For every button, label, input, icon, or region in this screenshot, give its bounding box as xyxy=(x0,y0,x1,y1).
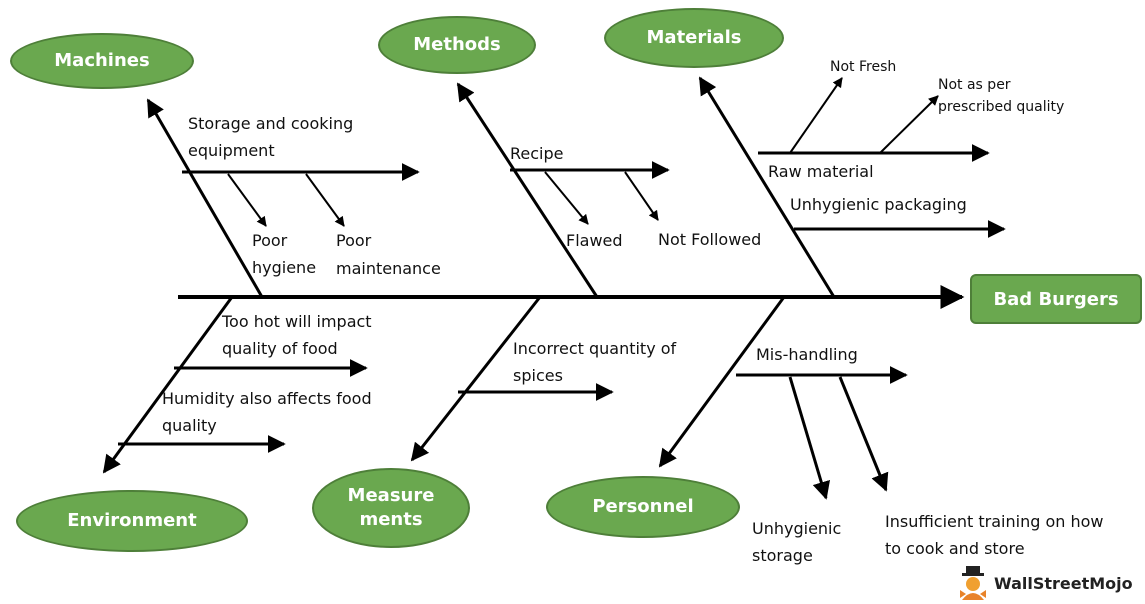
cause-not-as-per-line1: Not as per xyxy=(938,77,1011,93)
category-measurements: Measure ments xyxy=(312,468,470,548)
cause-not-as-per-line2: prescribed quality xyxy=(938,99,1065,115)
flawed-arrow xyxy=(544,171,589,225)
cause-storage-cooking-line2: equipment xyxy=(188,141,275,160)
effect-box: Bad Burgers xyxy=(970,274,1142,324)
cause-unhygienic-packaging: Unhygienic packaging xyxy=(790,195,967,214)
logo-text: WallStreetMojo xyxy=(994,573,1133,593)
cause-storage-cooking-line1: Storage and cooking xyxy=(188,114,354,133)
cause-poor-hygiene-line1: Poor xyxy=(252,231,288,250)
cause-poor-maintenance-line2: maintenance xyxy=(336,259,441,278)
cause-too-hot-line1: Too hot will impact xyxy=(222,312,372,331)
poor-maintenance-arrow xyxy=(305,173,345,227)
cause-recipe: Recipe xyxy=(510,144,564,163)
cause-poor-maintenance-line1: Poor xyxy=(336,231,372,250)
cause-humidity-line2: quality xyxy=(162,416,217,435)
category-materials: Materials xyxy=(604,8,784,68)
cause-unhygienic-storage-line1: Unhygienic xyxy=(752,519,842,538)
wallstreetmojo-logo: WallStreetMojo xyxy=(958,566,1133,600)
machines-bone xyxy=(146,98,264,298)
category-personnel: Personnel xyxy=(546,476,740,538)
logo-mascot-icon xyxy=(960,566,986,600)
insufficient-training-arrow xyxy=(838,376,889,492)
poor-hygiene-arrow xyxy=(227,173,267,227)
cause-not-followed: Not Followed xyxy=(658,230,762,249)
materials-bone xyxy=(698,76,836,298)
cause-not-fresh: Not Fresh xyxy=(830,59,897,75)
cause-flawed: Flawed xyxy=(566,231,623,250)
cause-insufficient-training-line2: to cook and store xyxy=(885,539,1025,558)
cause-incorrect-qty-line2: spices xyxy=(513,366,563,385)
personnel-bone xyxy=(658,296,786,468)
cause-incorrect-qty-line1: Incorrect quantity of xyxy=(513,339,677,358)
category-machines: Machines xyxy=(10,33,194,89)
cause-poor-hygiene-line2: hygiene xyxy=(252,258,317,277)
cause-mis-handling: Mis-handling xyxy=(756,345,858,364)
cause-insufficient-training-line1: Insufficient training on how xyxy=(885,512,1104,531)
unhygienic-storage-arrow xyxy=(788,376,831,500)
category-methods: Methods xyxy=(378,16,536,74)
cause-humidity-line1: Humidity also affects food xyxy=(162,389,372,408)
category-environment: Environment xyxy=(16,490,248,552)
methods-bone xyxy=(456,82,599,298)
not-fresh-arrow xyxy=(789,77,843,154)
environment-bone xyxy=(102,296,234,474)
not-as-per-arrow xyxy=(879,95,939,154)
cause-too-hot-line2: quality of food xyxy=(222,339,338,358)
not-followed-arrow xyxy=(624,171,659,221)
cause-unhygienic-storage-line2: storage xyxy=(752,546,813,565)
cause-raw-material: Raw material xyxy=(768,162,874,181)
measurements-bone xyxy=(410,296,542,462)
